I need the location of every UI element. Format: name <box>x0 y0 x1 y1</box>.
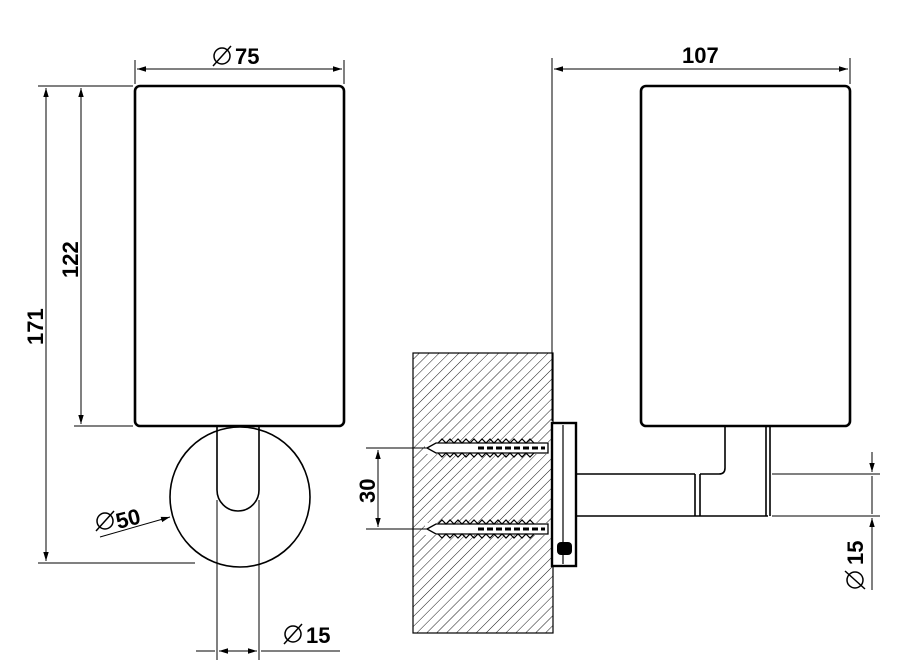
side-arm <box>576 426 771 517</box>
diameter-symbol-slash <box>844 570 866 590</box>
side-arm-dimension: 15 <box>772 452 880 590</box>
side-projection-label: 107 <box>682 43 719 68</box>
front-arm-label: 15 <box>306 623 330 648</box>
front-total-height-label: 171 <box>23 308 48 345</box>
wall-section <box>412 352 554 634</box>
diameter-symbol <box>284 625 302 643</box>
diameter-symbol-slash <box>283 623 303 645</box>
front-view: 75 171 122 50 <box>23 44 346 660</box>
screw-top <box>425 438 555 458</box>
diameter-symbol <box>213 47 231 65</box>
side-screw-spacing-dimension: 30 <box>355 447 428 530</box>
side-projection-dimension: 107 <box>551 43 851 421</box>
front-arm-dimension: 15 <box>196 500 340 660</box>
diameter-symbol <box>846 571 864 589</box>
screw-bottom <box>425 519 555 539</box>
front-width-dimension: 75 <box>134 44 345 84</box>
side-arm-label: 15 <box>843 541 868 565</box>
front-arm <box>216 425 260 512</box>
side-cup <box>639 84 852 428</box>
front-flange <box>169 426 311 568</box>
front-flange-label: 50 <box>113 504 143 534</box>
diameter-symbol <box>96 512 114 530</box>
front-total-height-dimension: 171 <box>23 85 195 564</box>
side-view: 107 30 15 <box>355 43 880 634</box>
front-flange-dimension: 50 <box>95 504 171 538</box>
front-cup-height-dimension: 122 <box>58 88 133 427</box>
front-cup <box>133 84 346 428</box>
side-screw-spacing-label: 30 <box>355 479 380 503</box>
diameter-symbol-slash <box>95 510 115 532</box>
diameter-symbol-slash <box>212 45 232 67</box>
set-screw <box>557 542 572 555</box>
front-cup-height-label: 122 <box>58 241 83 278</box>
front-width-label: 75 <box>235 44 259 69</box>
